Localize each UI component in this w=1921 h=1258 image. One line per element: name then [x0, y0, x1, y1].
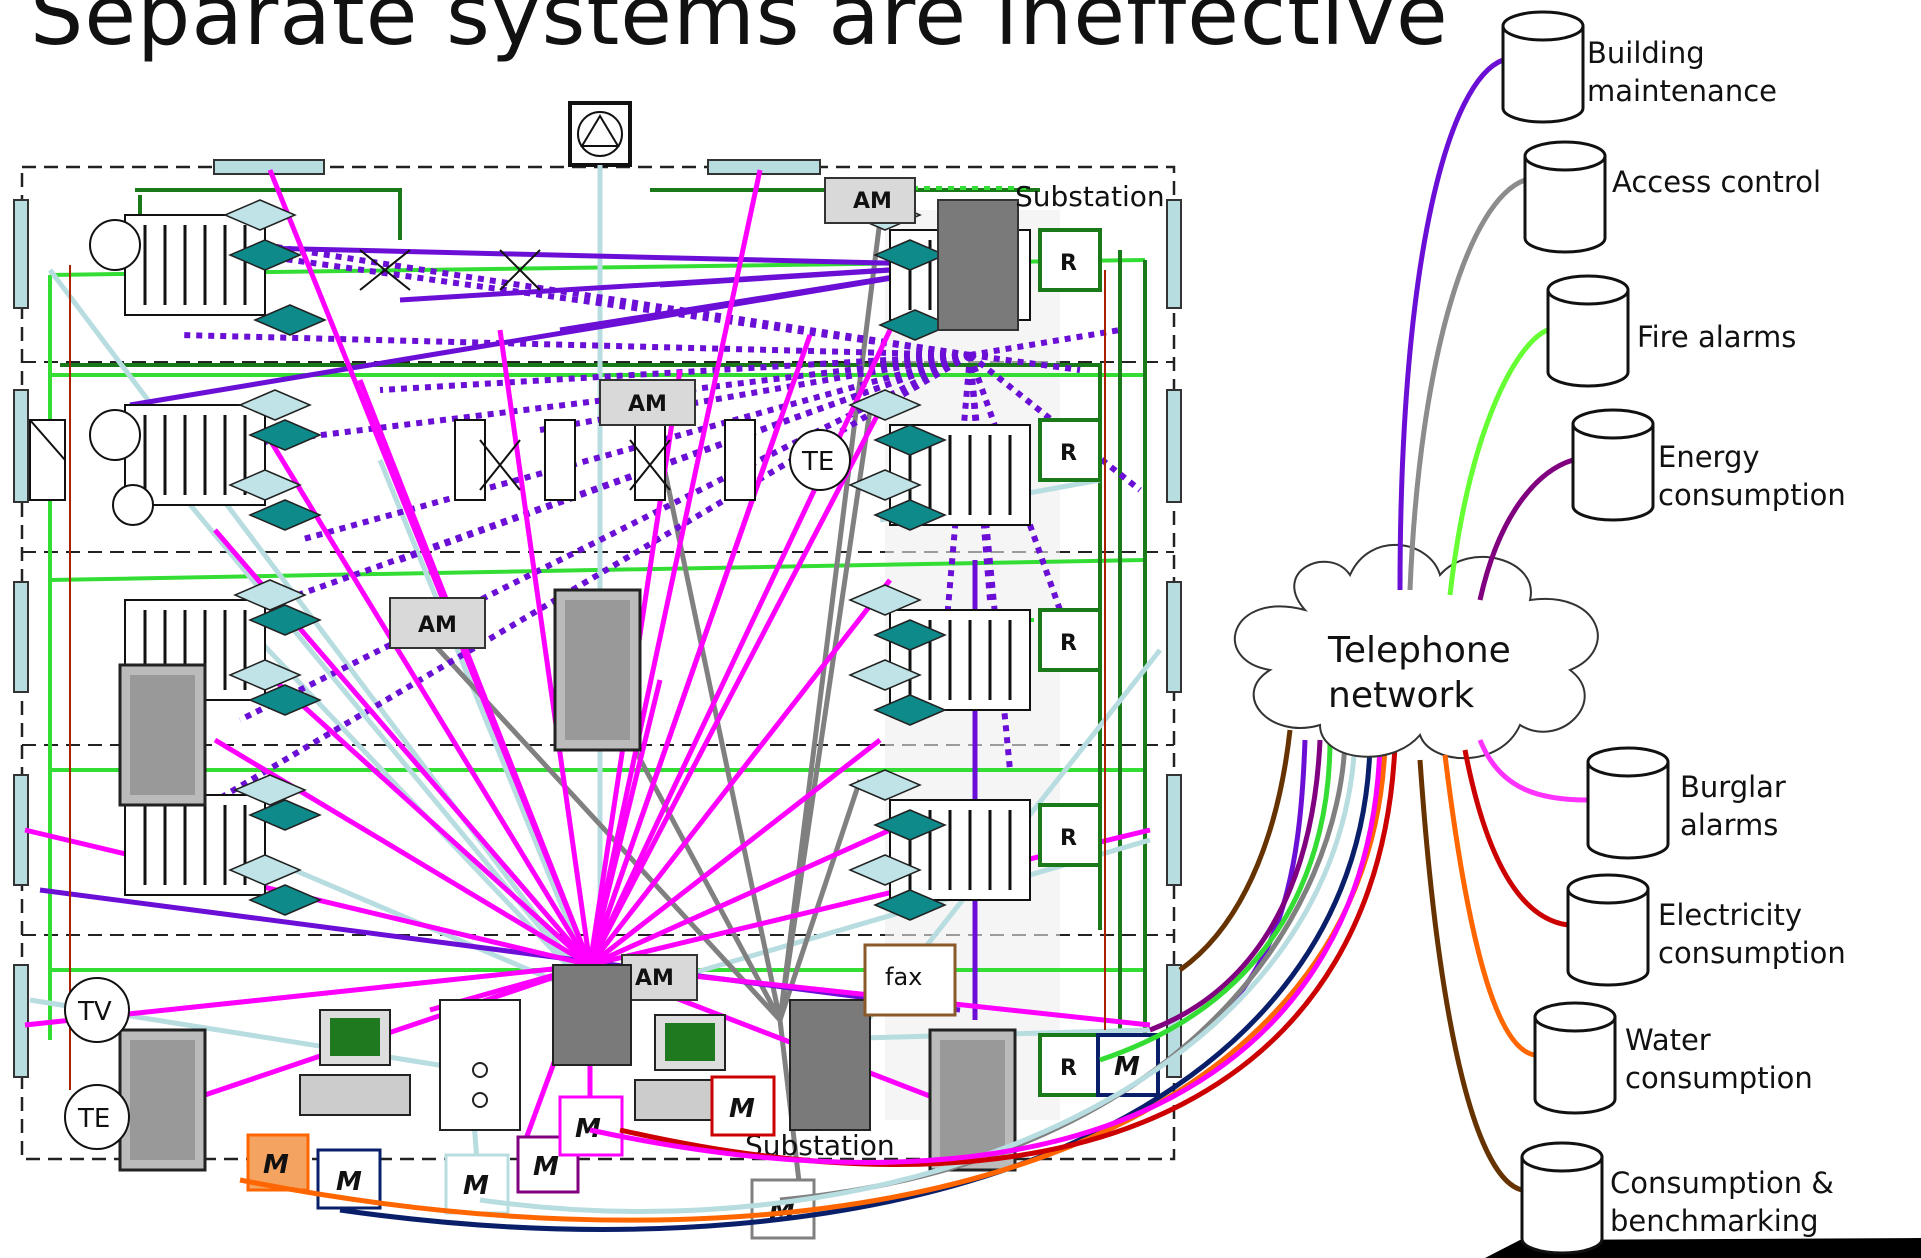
electricity-wiring [69, 265, 1106, 1090]
database-label: Water [1625, 1023, 1711, 1057]
database-label: Access control [1612, 165, 1821, 199]
svg-text:TE: TE [77, 1104, 110, 1134]
database-label-line2: consumption [1625, 1061, 1813, 1095]
door-icons [118, 588, 1017, 1172]
door-icon [553, 588, 642, 752]
database-item: Water consumption [1533, 1001, 1813, 1115]
am-box: AM [621, 954, 698, 1001]
svg-text:M: M [463, 1171, 489, 1201]
page-title: Separate systems are ineffective [30, 0, 1449, 64]
database-icon [1586, 762, 1670, 860]
intercom-icon [439, 999, 521, 1131]
database-icon-top [1520, 1141, 1604, 1173]
database-icon-top [1566, 873, 1650, 905]
database-icon-top [1523, 140, 1607, 172]
svg-text:AM: AM [628, 392, 667, 417]
meter-boxes: M M M M M M M M [246, 1033, 1160, 1240]
svg-text:M: M [1114, 1052, 1140, 1082]
database-icon [1546, 290, 1630, 388]
svg-text:R: R [1060, 826, 1077, 851]
database-label: Fire alarms [1637, 320, 1796, 354]
svg-text:TE: TE [801, 447, 834, 477]
svg-text:M: M [336, 1167, 362, 1197]
svg-text:AM: AM [418, 613, 457, 638]
am-box: AM [389, 597, 486, 649]
svg-text:R: R [1060, 441, 1077, 466]
database-item: Fire alarms [1546, 274, 1796, 388]
database-icon-top [1533, 1001, 1617, 1033]
database-label: Energy [1658, 440, 1760, 474]
network-label-line2: network [1328, 675, 1474, 716]
relay-boxes: R R R R R [1038, 228, 1102, 1097]
svg-text:M: M [729, 1094, 755, 1124]
tv-te-outlets: TV TE TE [64, 219, 851, 1150]
switch-symbols [29, 249, 756, 501]
door-icon [118, 1028, 207, 1172]
svg-text:fax: fax [885, 963, 922, 991]
database-label: Consumption & [1610, 1166, 1834, 1200]
network-label-line1: Telephone [1327, 630, 1511, 671]
svg-text:AM: AM [635, 966, 674, 991]
database-icon-top [1571, 408, 1655, 440]
database-label-line2: consumption [1658, 478, 1846, 512]
fax-icon: fax [863, 943, 957, 1017]
svg-text:M: M [533, 1152, 559, 1182]
svg-text:M: M [263, 1150, 289, 1180]
svg-text:R: R [1060, 1056, 1077, 1081]
database-label-line2: benchmarking [1610, 1204, 1819, 1238]
database-icon [1520, 1157, 1604, 1255]
svg-text:AM: AM [853, 189, 892, 214]
computer-icon [299, 1009, 411, 1116]
database-cables [1397, 57, 1589, 1193]
database-icon [1566, 889, 1650, 987]
database-item: Access control [1523, 140, 1821, 254]
database-item: Electricity consumption [1566, 873, 1846, 987]
meter-box: M [1096, 1033, 1160, 1097]
meter-box: M [316, 1148, 382, 1210]
database-label-line2: consumption [1658, 936, 1846, 970]
database-label: Building [1587, 36, 1705, 70]
meter-box: M [558, 1095, 624, 1157]
outgoing-cables [239, 729, 1398, 1232]
database-label: Electricity [1658, 898, 1802, 932]
am-box: AM [599, 379, 696, 426]
database-label-line2: maintenance [1587, 74, 1777, 108]
door-icon [118, 663, 207, 807]
substation-top-label: Substation [1015, 180, 1165, 213]
meter-box: M [246, 1133, 310, 1192]
substations: Substation Substation [552, 180, 1165, 1162]
meter-box: M [710, 1075, 776, 1137]
door-icon [928, 1028, 1017, 1172]
database-icon [1523, 156, 1607, 254]
svg-text:R: R [1060, 251, 1077, 276]
database-icon [1533, 1017, 1617, 1115]
database-icon-top [1501, 10, 1585, 42]
database-item: Building maintenance [1501, 10, 1777, 124]
database-icon-top [1546, 274, 1630, 306]
database-label: Burglar [1680, 770, 1786, 804]
sensor-diamonds [223, 199, 952, 921]
telephone-network-cloud: Telephone network [1233, 543, 1599, 760]
svg-text:TV: TV [77, 997, 112, 1027]
database-icon [1571, 424, 1655, 522]
database-icon-top [1586, 746, 1670, 778]
database-label-line2: alarms [1680, 808, 1778, 842]
database-item: Energy consumption [1571, 408, 1846, 522]
database-item: Consumption & benchmarking [1520, 1141, 1834, 1255]
svg-text:R: R [1060, 631, 1077, 656]
am-modules: AM AM AM AM [389, 177, 916, 1001]
roof-fan-icon [568, 101, 632, 167]
database-icon [1501, 26, 1585, 124]
database-item: Burglar alarms [1586, 746, 1786, 860]
am-box: AM [824, 177, 916, 224]
